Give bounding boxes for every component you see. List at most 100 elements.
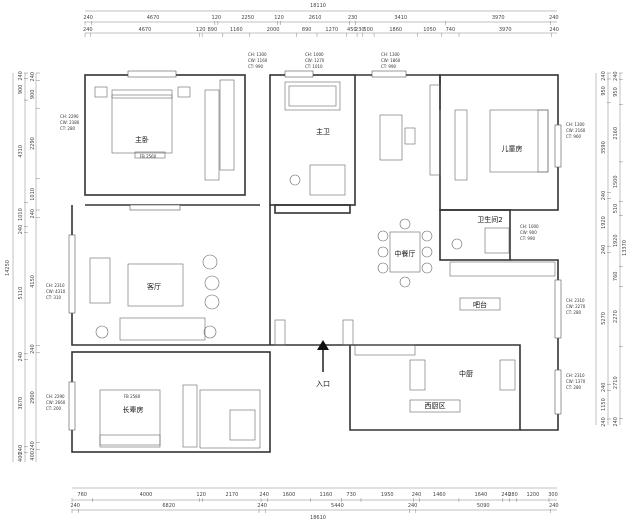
bottom-dims-1-label: 1600: [283, 492, 296, 498]
right-dims-1-label: 240: [601, 71, 607, 81]
spec-right1-1: CW: 2270: [566, 304, 586, 309]
spec-right2-1: CW: 1370: [566, 379, 586, 384]
spec-top2-0: CH: 1000: [305, 52, 324, 57]
window-spec-labels: CH: 2290 CW: 2380 CT: 280 CH: 1300 CW: 1…: [46, 52, 586, 411]
top-dims-1-label: 230: [348, 15, 358, 21]
walls: [71, 74, 559, 453]
spec-top3-2: CT: 990: [381, 64, 397, 69]
room-label-dining: 中餐厅: [395, 249, 416, 258]
spec-master-2: CT: 280: [60, 126, 76, 131]
spec-living-1: CW: 4310: [46, 289, 66, 294]
right-dims-2-label: 950: [613, 87, 619, 97]
spec-living-2: CT: 310: [46, 295, 62, 300]
spec-children-0: CH: 1300: [566, 122, 585, 127]
left-dims-2-label: 240: [30, 441, 36, 451]
top-dims-2-label: 450: [347, 27, 357, 33]
right-dims-2-label: 240: [613, 417, 619, 427]
bottom-dims-2-label: 5090: [477, 503, 490, 509]
top-dims-2-label: 120: [196, 27, 206, 33]
top-dims-2-label: 500: [363, 27, 373, 33]
top-dims-2-label: 2000: [267, 27, 280, 33]
top-dims-2-label: 1160: [230, 27, 243, 33]
bottom-dims-1-label: 4000: [140, 492, 153, 498]
right-dims-1-label: 1150: [601, 398, 607, 411]
top-dims-1-label: 240: [549, 15, 559, 21]
bottom-dims-2-label: 240: [70, 503, 80, 509]
left-dims-2-label: 400: [30, 451, 36, 461]
dim-overall-top: 18110: [310, 3, 326, 9]
spec-top1-1: CW: 1160: [248, 58, 268, 63]
left-dims-2-label: 2900: [30, 391, 36, 404]
dim-overall-right: 13370: [622, 240, 628, 256]
bottom-dims-1-label: 730: [346, 492, 356, 498]
bottom-dims-1-label: 240: [412, 492, 422, 498]
spec-bath2-1: CW: 900: [520, 230, 537, 235]
top-dims-2-label: 230: [355, 27, 365, 33]
top-dims-1-label: 3410: [394, 15, 407, 21]
spec-bath2-2: CT: 990: [520, 236, 536, 241]
bottom-dims-2-label: 240: [257, 503, 267, 509]
bed-label-master: FB 2560: [140, 154, 157, 159]
room-labels: 主卧 主卫 儿童房 卫生间2 中餐厅 客厅 吧台 长辈房 中厨 西厨区 入口 F…: [123, 127, 523, 414]
spec-elder-2: CT: 200: [46, 406, 62, 411]
bottom-dims-1-label: 760: [77, 492, 87, 498]
bottom-dims-1-label: 240: [259, 492, 269, 498]
right-dims-1-label: 240: [601, 417, 607, 427]
left-dims-2-label: 240: [30, 344, 36, 354]
left-dims-2-label: 1010: [30, 188, 36, 201]
spec-top1-0: CH: 1300: [248, 52, 267, 57]
bottom-dims-1-label: 1950: [381, 492, 394, 498]
entrance-arrow-icon: [317, 340, 329, 372]
bottom-dims-1-label: 1640: [475, 492, 488, 498]
room-label-bar: 吧台: [473, 300, 487, 309]
left-dims-1-label: 240: [18, 352, 24, 362]
bottom-dims-1-label: 240: [501, 492, 511, 498]
right-dims-2-label: 2710: [613, 376, 619, 389]
top-dims-1-label: 2250: [241, 15, 254, 21]
top-dims-2-label: 890: [302, 27, 312, 33]
left-dims-2-label: 240: [30, 72, 36, 82]
spec-top1-2: CT: 990: [248, 64, 264, 69]
right-dims-2-label: 760: [613, 272, 619, 282]
bottom-dims-2-label: 6820: [162, 503, 175, 509]
spec-children-1: CW: 2160: [566, 128, 586, 133]
dim-overall-left: 14250: [5, 260, 11, 276]
left-dims-1-label: 240: [18, 71, 24, 81]
bottom-dims-1-label: 1460: [433, 492, 446, 498]
spec-master-1: CW: 2380: [60, 120, 80, 125]
left-dims-1-label: 4310: [18, 145, 24, 158]
room-label-children-room: 儿童房: [502, 144, 523, 153]
bottom-dims-2-label: 240: [408, 503, 418, 509]
top-dims-1-label: 4670: [147, 15, 160, 21]
left-dims-1-label: 3670: [18, 397, 24, 410]
top-dims-2-label: 1270: [325, 27, 338, 33]
top-dims-2-label: 1050: [423, 27, 436, 33]
furniture: [89, 79, 556, 449]
spec-top3-0: CH: 1300: [381, 52, 400, 57]
right-dims-2-label: 510: [613, 204, 619, 214]
top-dims-1-label: 120: [212, 15, 222, 21]
bottom-dims-2-label: 240: [549, 503, 559, 509]
right-dims-1-label: 3590: [601, 141, 607, 154]
room-label-entrance: 入口: [316, 380, 330, 388]
room-label-master-bedroom: 主卧: [135, 135, 149, 144]
right-dims-2-label: 2270: [613, 310, 619, 323]
right-dims-1-label: 5270: [601, 312, 607, 325]
right-dims-1-label: 1920: [601, 216, 607, 229]
top-dims-1-label: 3970: [492, 15, 505, 21]
top-dims-2-label: 1860: [389, 27, 402, 33]
bottom-dims-1-label: 1160: [320, 492, 333, 498]
left-dims-1-label: 5110: [18, 287, 24, 300]
top-dims-2-label: 890: [208, 27, 218, 33]
right-dims-2-label: 1920: [613, 234, 619, 247]
left-dims-1-label: 240: [18, 225, 24, 235]
spec-top2-2: CT: 1010: [305, 64, 323, 69]
room-label-living: 客厅: [147, 282, 161, 291]
